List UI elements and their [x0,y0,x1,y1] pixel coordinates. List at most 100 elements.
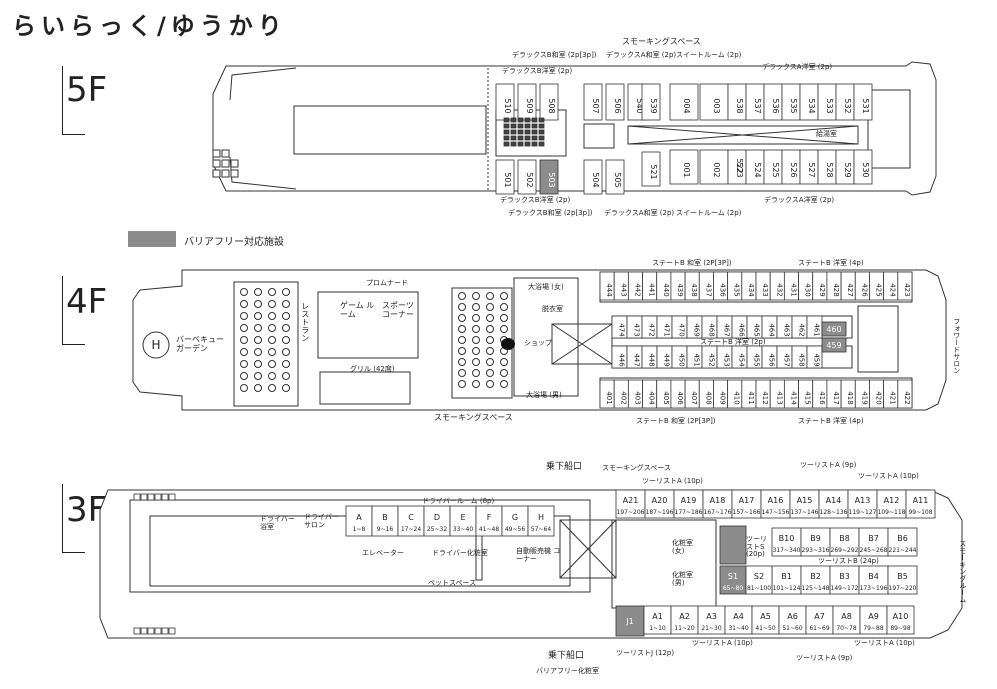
theater-seat [538,129,545,135]
tourist-a-cell [760,489,791,519]
room-number-4f: 406 [676,391,684,405]
room-number-5f: 533 [825,98,834,113]
tourist-a-cell [724,605,753,635]
room-cell-5f [853,83,873,121]
game-room-label: ゲーム ルーム [340,301,375,319]
room-number-4f: 461 [813,323,821,336]
tourist-room-name: A8 [841,612,852,621]
room-number-4f: 450 [678,353,686,366]
table-icon [254,384,262,392]
room-type-label: ツーリストA (10p) [642,477,703,485]
tourist-a-cell [615,489,646,519]
theater-seat [531,129,538,135]
room-number-4f: 459 [826,341,841,350]
room-number-5f: 530 [861,162,870,177]
cafe-table-icon [472,325,480,333]
tourist-b-cell [800,565,831,595]
tourist-b-cell [887,527,918,557]
room-cell-5f [699,149,729,185]
table-icon [268,288,276,296]
room-number-4f: 407 [690,391,698,404]
theater-seat [524,117,531,123]
room-number-5f: 502 [525,172,534,187]
room-number-4f: 458 [798,353,806,366]
tourist-room-name: B7 [868,534,879,543]
liferaft-icon [133,627,141,635]
tourist-a-cell [805,605,834,635]
room-type-label: スイートルーム (2p) [676,51,742,59]
tourist-a-cell [644,489,675,519]
room-cell-5f [539,159,559,195]
driver-bath-label: ドライバー 浴室 [260,515,295,531]
bath-label: 大浴場 (男) [526,391,562,399]
room-cell-5f [641,83,661,121]
page-title: らいらっく/ゆうかり [12,12,287,40]
room-number-4f: 427 [846,283,854,296]
tourist-room-range: 65~80 [723,585,743,592]
room-number-4f: 472 [648,323,656,336]
theater-seat [538,141,545,147]
tourist-room-name: A2 [679,612,690,621]
cafe-table-icon [486,358,494,366]
table-icon [268,312,276,320]
tourist-room-name: A11 [913,496,929,505]
cafe-table-icon [500,314,508,322]
tourist-a-cell [886,605,915,635]
smoking-space-label: スモーキングスペース [622,37,701,46]
table-icon [240,336,248,344]
liferaft-icon [221,169,230,178]
theater-seat [517,135,524,141]
liferaft-icon [147,493,155,501]
room-number-4f: 429 [818,283,826,296]
liferaft-icon [230,169,239,178]
cafe-table-icon [500,369,508,377]
table-icon [254,312,262,320]
room-number-4f: 416 [818,391,826,405]
cafe-table-icon [472,292,480,300]
theater-seat [503,129,510,135]
room-number-5f: 531 [861,98,870,113]
room-number-4f: 410 [733,391,741,404]
table-icon [268,324,276,332]
driver-room-range: 41~48 [479,526,499,533]
room-number-4f: 424 [889,283,897,297]
tourist-b-cell [771,527,802,557]
liferaft-icon [147,627,155,635]
tourist-room-range: 79~88 [863,625,883,632]
room-number-5f: 001 [682,162,691,177]
room-number-4f: 465 [753,323,761,336]
tourist-room-name: A15 [797,496,813,505]
table-icon [282,360,290,368]
liferaft-icon [221,149,230,158]
room-type-label: ツーリストA (9p) [796,654,853,662]
liferaft-icon [133,493,141,501]
room-number-4f: 428 [832,283,840,296]
room-number-4f: 456 [768,353,776,367]
floor-bracket-3f [62,484,85,553]
tourist-room-name: A9 [868,612,879,621]
room-number-5f: 528 [825,162,834,177]
liferaft-icon [168,493,176,501]
room-number-4f: 411 [747,391,755,404]
room-number-4f: 418 [846,391,854,404]
room-cell-4f [806,345,823,369]
driver-room-cell [501,505,529,537]
room-number-4f: 467 [723,323,731,336]
room-number-4f: 439 [676,283,684,296]
legend-swatch [128,231,176,247]
table-icon [254,372,262,380]
room-number-4f: 430 [804,283,812,296]
room-type-label: ステートB 洋室 (4p) [798,259,864,267]
theater-seat [524,135,531,141]
room-number-5f: 002 [712,162,721,177]
cafe-table-icon [458,325,466,333]
room-number-4f: 435 [733,283,741,296]
tourist-room-name: A20 [652,496,668,505]
room-number-5f: 532 [843,98,852,113]
room-number-4f: 446 [618,353,626,367]
room-number-5f: 503 [547,172,556,187]
tourist-b-cell [829,527,860,557]
table-icon [240,360,248,368]
theater-seat [517,117,524,123]
room-type-label: ツーリストA (9p) [800,461,857,469]
